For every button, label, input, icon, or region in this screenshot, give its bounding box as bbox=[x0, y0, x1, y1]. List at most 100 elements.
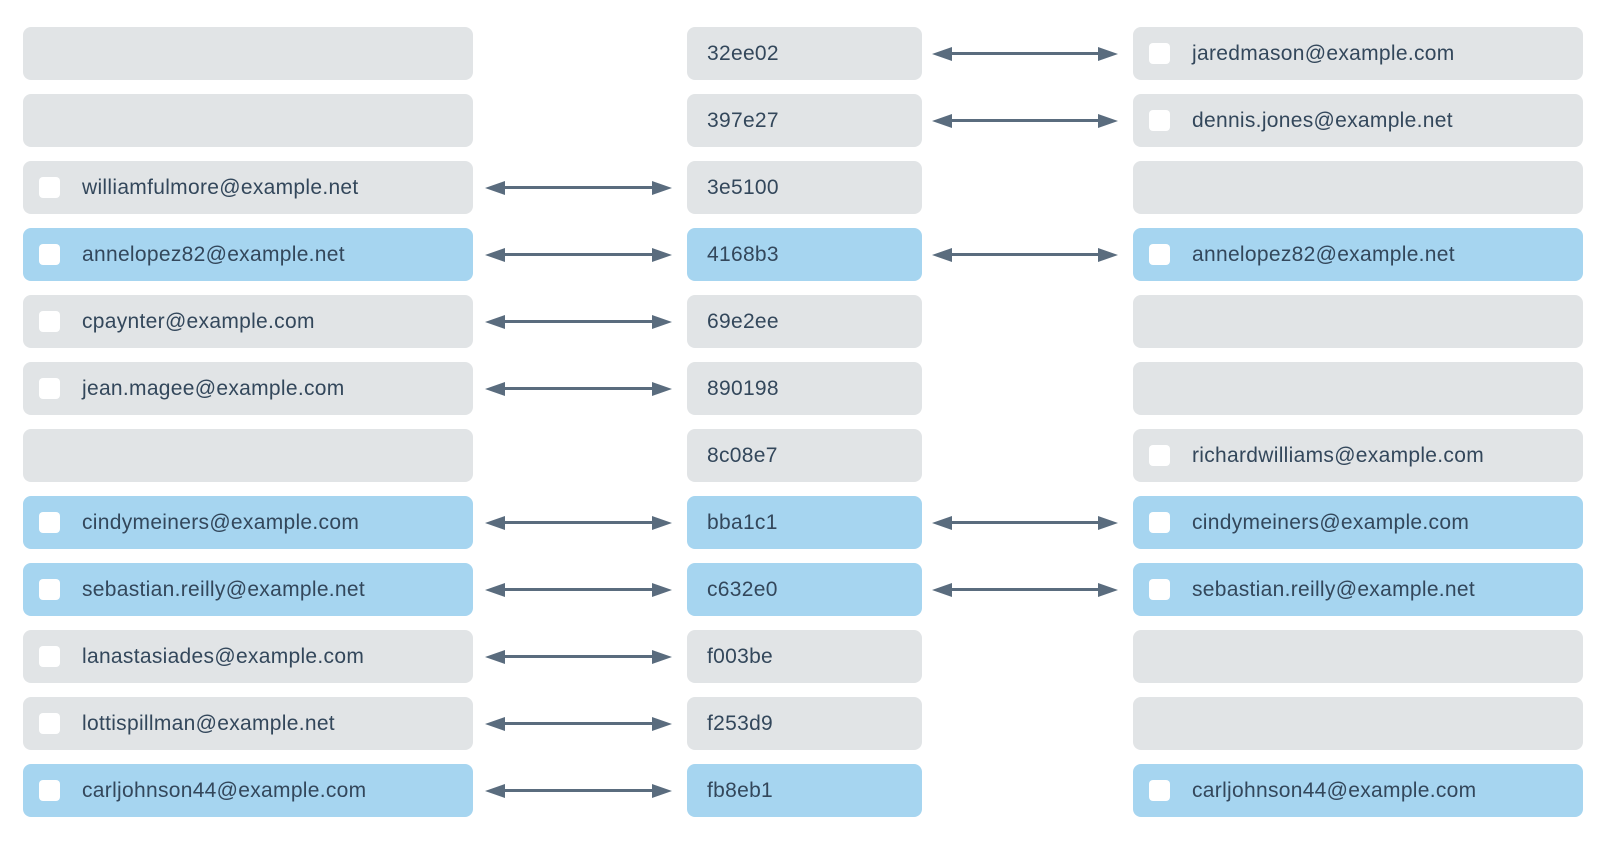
arrowhead-right bbox=[1098, 247, 1118, 262]
arrowhead-right bbox=[652, 649, 672, 664]
empty-box bbox=[1133, 697, 1583, 750]
right-email-box[interactable]: annelopez82@example.net bbox=[1133, 228, 1583, 281]
hash-label: f003be bbox=[707, 644, 774, 668]
right-email-box[interactable]: sebastian.reilly@example.net bbox=[1133, 563, 1583, 616]
checkbox-unchecked-icon[interactable] bbox=[1149, 43, 1170, 64]
arrow-shaft bbox=[952, 52, 1098, 55]
left-arrow-zone bbox=[473, 697, 687, 750]
hash-box: 3e5100 bbox=[687, 161, 922, 214]
checkbox-unchecked-icon[interactable] bbox=[1149, 579, 1170, 600]
right-arrow-zone bbox=[922, 161, 1133, 214]
bidirectional-sync-arrow-icon bbox=[485, 314, 672, 329]
left-email-box[interactable]: jean.magee@example.com bbox=[23, 362, 473, 415]
right-email-label: richardwilliams@example.com bbox=[1192, 443, 1484, 467]
hash-label: 4168b3 bbox=[707, 242, 779, 266]
arrow-shaft bbox=[505, 588, 652, 591]
right-email-label: dennis.jones@example.net bbox=[1192, 108, 1453, 132]
checkbox-unchecked-icon[interactable] bbox=[39, 244, 60, 265]
arrow-shaft bbox=[505, 789, 652, 792]
left-arrow-zone bbox=[473, 295, 687, 348]
right-arrow-zone bbox=[922, 764, 1133, 817]
checkbox-unchecked-icon[interactable] bbox=[1149, 512, 1170, 533]
hash-label: 890198 bbox=[707, 376, 779, 400]
arrowhead-left bbox=[485, 649, 505, 664]
checkbox-unchecked-icon[interactable] bbox=[39, 512, 60, 533]
mapping-row: williamfulmore@example.net 3e5100 bbox=[23, 161, 1583, 214]
checkbox-unchecked-icon[interactable] bbox=[39, 579, 60, 600]
right-arrow-zone bbox=[922, 94, 1133, 147]
checkbox-unchecked-icon[interactable] bbox=[39, 311, 60, 332]
hash-box: f003be bbox=[687, 630, 922, 683]
left-email-box[interactable]: cpaynter@example.com bbox=[23, 295, 473, 348]
mapping-row: 397e27 dennis.jones@example.net bbox=[23, 94, 1583, 147]
left-email-box[interactable]: lottispillman@example.net bbox=[23, 697, 473, 750]
right-email-box[interactable]: cindymeiners@example.com bbox=[1133, 496, 1583, 549]
arrowhead-right bbox=[652, 180, 672, 195]
checkbox-unchecked-icon[interactable] bbox=[39, 713, 60, 734]
checkbox-unchecked-icon[interactable] bbox=[39, 646, 60, 667]
hash-box: 32ee02 bbox=[687, 27, 922, 80]
right-arrow-zone bbox=[922, 295, 1133, 348]
contact-sync-mapping-diagram: 32ee02 jaredmason@example.com bbox=[23, 27, 1583, 817]
arrowhead-right bbox=[1098, 582, 1118, 597]
bidirectional-sync-arrow-icon bbox=[932, 46, 1118, 61]
bidirectional-sync-arrow-icon bbox=[485, 247, 672, 262]
arrowhead-right bbox=[652, 381, 672, 396]
left-email-box[interactable]: annelopez82@example.net bbox=[23, 228, 473, 281]
mapping-row: cindymeiners@example.com bba1c1 cindymei… bbox=[23, 496, 1583, 549]
left-email-box[interactable]: cindymeiners@example.com bbox=[23, 496, 473, 549]
left-arrow-zone bbox=[473, 228, 687, 281]
left-email-label: carljohnson44@example.com bbox=[82, 778, 367, 802]
left-arrow-zone bbox=[473, 429, 687, 482]
mapping-row: lottispillman@example.net f253d9 bbox=[23, 697, 1583, 750]
left-email-box[interactable]: sebastian.reilly@example.net bbox=[23, 563, 473, 616]
empty-box bbox=[23, 27, 473, 80]
left-email-box[interactable]: williamfulmore@example.net bbox=[23, 161, 473, 214]
bidirectional-sync-arrow-icon bbox=[932, 515, 1118, 530]
arrowhead-left bbox=[932, 515, 952, 530]
arrow-shaft bbox=[505, 387, 652, 390]
left-arrow-zone bbox=[473, 764, 687, 817]
mapping-row: 8c08e7 richardwilliams@example.com bbox=[23, 429, 1583, 482]
checkbox-unchecked-icon[interactable] bbox=[1149, 780, 1170, 801]
hash-box: 397e27 bbox=[687, 94, 922, 147]
arrowhead-right bbox=[652, 515, 672, 530]
left-email-box[interactable]: lanastasiades@example.com bbox=[23, 630, 473, 683]
arrowhead-left bbox=[932, 113, 952, 128]
arrowhead-right bbox=[1098, 46, 1118, 61]
hash-box: 69e2ee bbox=[687, 295, 922, 348]
bidirectional-sync-arrow-icon bbox=[485, 716, 672, 731]
bidirectional-sync-arrow-icon bbox=[932, 247, 1118, 262]
arrow-shaft bbox=[505, 655, 652, 658]
checkbox-unchecked-icon[interactable] bbox=[1149, 110, 1170, 131]
checkbox-unchecked-icon[interactable] bbox=[39, 177, 60, 198]
hash-label: 397e27 bbox=[707, 108, 779, 132]
right-email-box[interactable]: dennis.jones@example.net bbox=[1133, 94, 1583, 147]
empty-box bbox=[23, 429, 473, 482]
right-email-box[interactable]: richardwilliams@example.com bbox=[1133, 429, 1583, 482]
mapping-row: sebastian.reilly@example.net c632e0 seba… bbox=[23, 563, 1583, 616]
mapping-row: carljohnson44@example.com fb8eb1 carljoh… bbox=[23, 764, 1583, 817]
arrowhead-left bbox=[485, 515, 505, 530]
right-email-label: carljohnson44@example.com bbox=[1192, 778, 1477, 802]
bidirectional-sync-arrow-icon bbox=[932, 582, 1118, 597]
arrowhead-left bbox=[485, 783, 505, 798]
checkbox-unchecked-icon[interactable] bbox=[1149, 244, 1170, 265]
right-email-box[interactable]: carljohnson44@example.com bbox=[1133, 764, 1583, 817]
right-arrow-zone bbox=[922, 362, 1133, 415]
right-arrow-zone bbox=[922, 630, 1133, 683]
right-email-label: cindymeiners@example.com bbox=[1192, 510, 1470, 534]
left-email-box[interactable]: carljohnson44@example.com bbox=[23, 764, 473, 817]
arrow-shaft bbox=[505, 521, 652, 524]
right-arrow-zone bbox=[922, 496, 1133, 549]
right-email-box[interactable]: jaredmason@example.com bbox=[1133, 27, 1583, 80]
right-email-label: jaredmason@example.com bbox=[1192, 41, 1455, 65]
right-arrow-zone bbox=[922, 563, 1133, 616]
left-arrow-zone bbox=[473, 161, 687, 214]
hash-label: c632e0 bbox=[707, 577, 778, 601]
checkbox-unchecked-icon[interactable] bbox=[39, 780, 60, 801]
arrowhead-left bbox=[932, 247, 952, 262]
checkbox-unchecked-icon[interactable] bbox=[39, 378, 60, 399]
checkbox-unchecked-icon[interactable] bbox=[1149, 445, 1170, 466]
arrow-shaft bbox=[505, 320, 652, 323]
